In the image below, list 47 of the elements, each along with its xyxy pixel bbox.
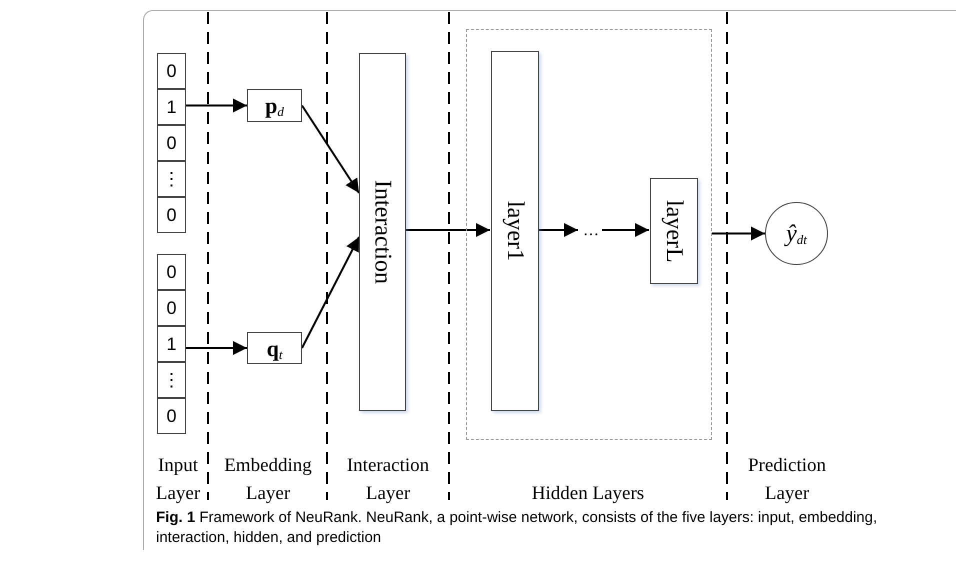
group-box [466, 29, 712, 440]
arrow [186, 98, 247, 112]
node-text: ŷ$_{dt}$ [786, 220, 807, 249]
vector-cell [157, 53, 186, 89]
vector-cell [157, 161, 186, 197]
node-text: 1 [166, 96, 176, 118]
node-text: 0 [166, 404, 176, 428]
layer-box [359, 53, 406, 411]
arrow [602, 223, 649, 237]
vector-cell [157, 125, 186, 161]
vector-cell [157, 290, 186, 326]
node-text: 0 [166, 296, 176, 320]
vector-cell [157, 197, 186, 233]
node-text: p$_{d}$ [265, 92, 284, 122]
node-text: q$_{t}$ [266, 334, 282, 364]
layer-label: Hidden Layers [530, 482, 646, 506]
node-text: 1 [166, 332, 176, 356]
node-text: ⋮ [162, 368, 180, 392]
arrow [186, 341, 247, 355]
layer-label: Input Layer [154, 454, 202, 506]
node-text: Interaction [370, 180, 394, 284]
arrow [538, 223, 578, 237]
node-text: 0 [166, 60, 176, 82]
embedding-box [247, 332, 302, 364]
node-text: 0 [166, 260, 176, 284]
vector-cell [157, 326, 186, 362]
node-text: 0 [166, 132, 176, 154]
node-text: ⋮ [162, 168, 180, 190]
layer-box [650, 178, 698, 284]
layer-label: Interaction Layer [346, 454, 430, 506]
node-text: layerL [662, 200, 686, 262]
layer-label: Prediction Layer [746, 454, 828, 506]
arrow [712, 226, 765, 240]
vector-cell [157, 254, 186, 290]
vector-cell [157, 89, 186, 125]
arrow [301, 104, 360, 194]
node-text: … [583, 221, 599, 241]
layer-box [491, 51, 539, 411]
layer-label: Embedding Layer [223, 454, 313, 506]
vector-cell [157, 362, 186, 398]
node-text: layer1 [503, 201, 527, 261]
caption: Fig. 1 Framework of NeuRank. NeuRank, a point-wise network, consists of the five layers: input, embedding, interaction, hidden, and prediction [156, 508, 878, 548]
arrow [406, 223, 490, 237]
node-text: 0 [166, 204, 176, 226]
vector-cell [157, 398, 186, 434]
arrow [301, 236, 360, 348]
embedding-box [247, 89, 302, 122]
